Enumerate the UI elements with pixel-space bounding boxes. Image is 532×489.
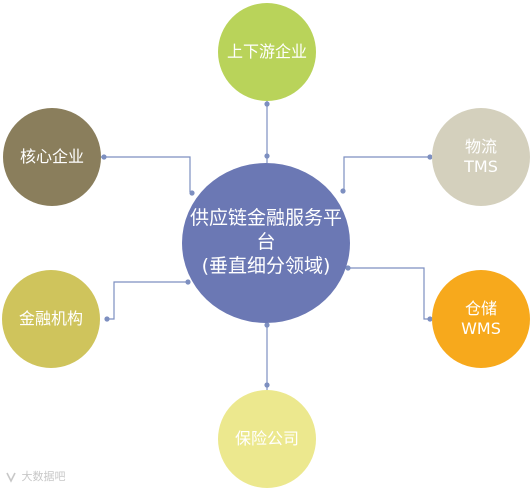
node-insurance: 保险公司 <box>218 390 316 488</box>
connector-left2 <box>107 281 188 320</box>
node-logistics: 物流 TMS <box>432 108 530 206</box>
connector-dot <box>101 154 107 160</box>
center-label: 供应链金融服务平台 <box>189 207 342 254</box>
connector-dot <box>264 382 270 388</box>
center-node: 供应链金融服务平台 (垂直细分领域) <box>182 163 350 323</box>
node-core-enterprise-label: 核心企业 <box>19 147 84 166</box>
connector-dot <box>427 154 433 160</box>
node-financial-institution-label: 金融机构 <box>18 309 83 328</box>
connector-dot <box>345 265 351 271</box>
node-logistics-sublabel: TMS <box>464 157 498 176</box>
connector-dot <box>104 316 110 322</box>
node-warehousing-label: 仓储 <box>464 299 497 318</box>
watermark-logo-icon <box>6 472 16 483</box>
connector-dot <box>427 316 433 322</box>
node-warehousing: 仓储 WMS <box>432 270 530 368</box>
connector-right2 <box>348 267 432 320</box>
node-core-enterprise: 核心企业 <box>3 108 101 206</box>
node-top: 上下游企业 <box>218 3 316 101</box>
node-warehousing-sublabel: WMS <box>461 319 501 338</box>
center-sublabel: (垂直细分领域) <box>201 254 331 277</box>
watermark-text: 大数据吧 <box>21 470 66 483</box>
node-top-label: 上下游企业 <box>226 42 307 61</box>
connector-right1 <box>343 156 432 192</box>
connector-dot <box>340 188 346 194</box>
connector-dot <box>264 101 270 107</box>
connector-dot <box>185 279 191 285</box>
connector-dot <box>189 190 195 196</box>
node-logistics-label: 物流 <box>464 137 497 156</box>
node-financial-institution: 金融机构 <box>2 270 100 368</box>
watermark: 大数据吧 <box>4 468 66 484</box>
connector-dot <box>264 153 270 159</box>
node-insurance-label: 保险公司 <box>234 429 299 448</box>
connector-dot <box>264 322 270 328</box>
connector-left1 <box>101 156 191 192</box>
